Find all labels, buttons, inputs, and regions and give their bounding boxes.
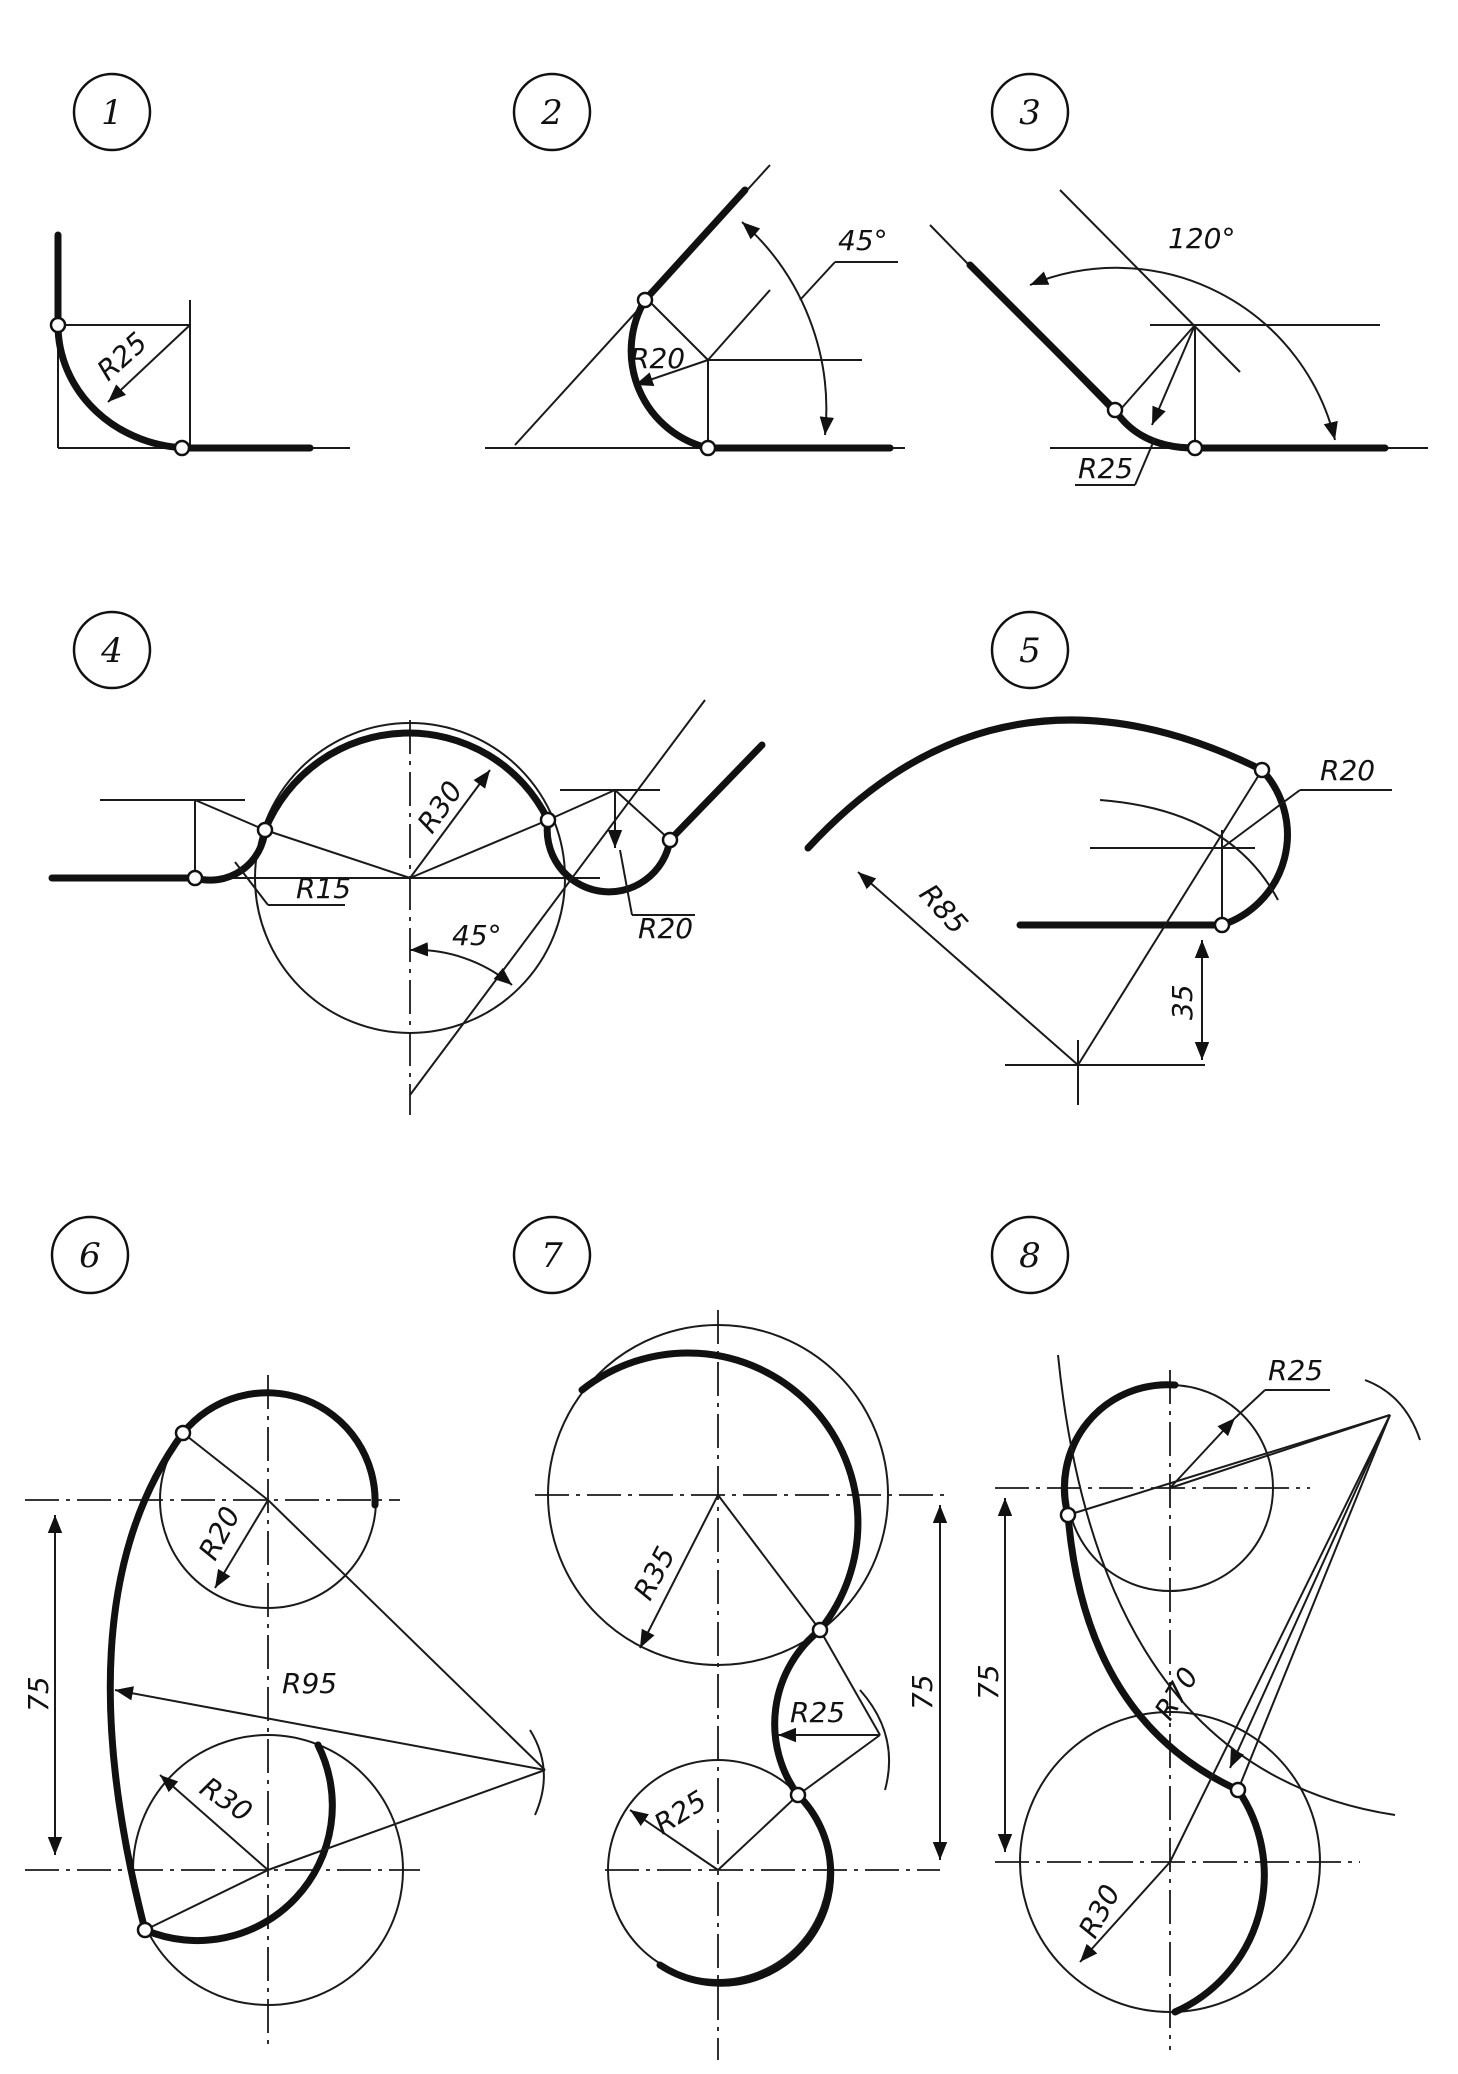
svg-text:R20: R20 — [630, 342, 685, 375]
figure-7: 7 R35 R25 R25 75 — [512, 1215, 950, 2060]
svg-text:5: 5 — [1019, 631, 1041, 671]
tangent-point — [1229, 1781, 1247, 1799]
tangent-point — [699, 439, 717, 457]
figure-2: 2 R20 45° — [485, 72, 905, 457]
tangent-point — [136, 1921, 154, 1939]
svg-text:R30: R30 — [1072, 1879, 1127, 1943]
figure-number-8: 8 — [990, 1215, 1070, 1295]
tangent-point — [661, 831, 679, 849]
svg-text:6: 6 — [79, 1236, 101, 1276]
tangent-point — [174, 1424, 192, 1442]
svg-text:R25: R25 — [91, 326, 154, 387]
svg-text:7: 7 — [541, 1236, 563, 1276]
svg-text:R25: R25 — [1268, 1354, 1323, 1387]
svg-text:R20: R20 — [192, 1501, 247, 1565]
tangent-point — [1253, 761, 1271, 779]
tangent-point — [539, 811, 557, 829]
figure-number-7: 7 — [512, 1215, 592, 1295]
svg-text:R20: R20 — [638, 912, 693, 945]
svg-text:45°: 45° — [452, 919, 502, 952]
svg-text:R95: R95 — [282, 1667, 337, 1700]
svg-text:R35: R35 — [627, 1541, 682, 1605]
tangent-point — [1106, 401, 1124, 419]
svg-text:R25: R25 — [790, 1696, 845, 1729]
figure-5: 5 R20 R85 35 — [804, 610, 1392, 1105]
tangent-point — [636, 291, 654, 309]
svg-text:R20: R20 — [1320, 754, 1375, 787]
svg-text:35: 35 — [1166, 984, 1199, 1020]
figure-number-6: 6 — [50, 1215, 130, 1295]
figure-number-2: 2 — [512, 72, 592, 152]
figure-number-1: 1 — [72, 72, 152, 152]
svg-text:R25: R25 — [1078, 452, 1133, 485]
svg-text:R85: R85 — [913, 878, 974, 941]
svg-text:120°: 120° — [1168, 222, 1235, 255]
figure-number-3: 3 — [990, 72, 1070, 152]
figure-1: 1 R25 — [49, 72, 350, 457]
svg-text:3: 3 — [1019, 93, 1041, 133]
svg-text:75: 75 — [22, 1676, 55, 1712]
figure-number-5: 5 — [990, 610, 1070, 690]
svg-text:1: 1 — [101, 93, 123, 133]
tangent-point — [173, 439, 191, 457]
tangent-point — [186, 869, 204, 887]
figure-4: 4 R30 R15 R20 45° — [48, 610, 766, 1115]
figure-8: 8 R25 R70 R30 75 — [972, 1215, 1421, 2050]
svg-text:R15: R15 — [296, 872, 351, 905]
svg-text:75: 75 — [972, 1664, 1005, 1700]
svg-text:75: 75 — [906, 1674, 939, 1710]
svg-text:R30: R30 — [411, 775, 470, 839]
svg-text:2: 2 — [540, 93, 563, 133]
tangent-point — [811, 1621, 829, 1639]
svg-text:8: 8 — [1019, 1236, 1041, 1276]
tangent-point — [1186, 439, 1204, 457]
tangent-point — [256, 821, 274, 839]
figure-3: 3 R25 120° — [929, 72, 1428, 486]
svg-text:R30: R30 — [194, 1770, 258, 1828]
tangent-point — [1059, 1506, 1077, 1524]
figure-6: 6 R20 R30 R95 75 — [22, 1215, 546, 2050]
svg-text:45°: 45° — [838, 224, 888, 257]
tangent-point — [1213, 916, 1231, 934]
svg-text:R25: R25 — [648, 1784, 712, 1841]
tangent-point — [49, 316, 67, 334]
tangent-point — [789, 1786, 807, 1804]
svg-text:4: 4 — [100, 631, 123, 671]
figure-number-4: 4 — [72, 610, 152, 690]
